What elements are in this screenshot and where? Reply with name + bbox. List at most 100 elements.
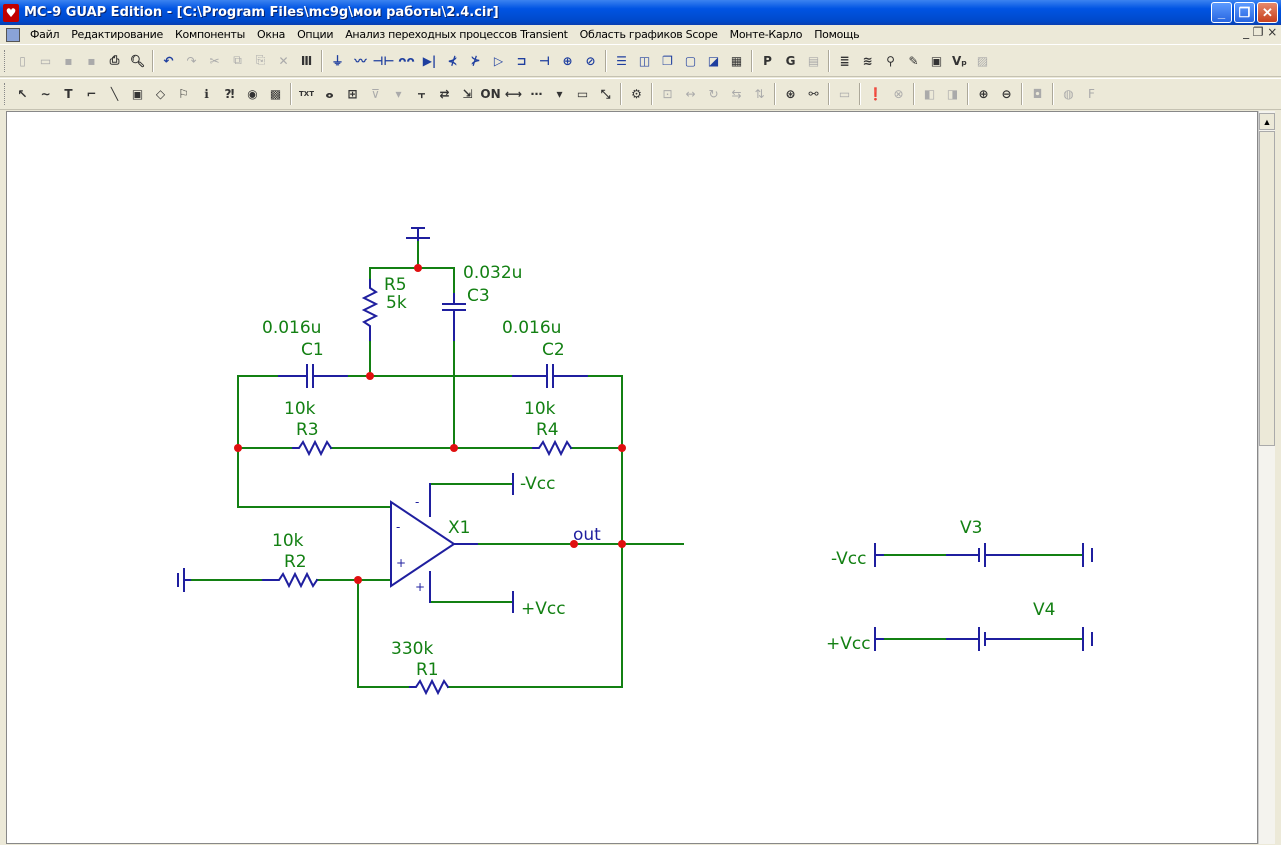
help-mode-icon[interactable]: ⁈: [224, 87, 235, 101]
copy-icon[interactable]: ⧉: [233, 53, 242, 67]
r2-value[interactable]: 10k: [272, 531, 304, 551]
node-dot[interactable]: [618, 540, 626, 548]
resistor-r5[interactable]: [361, 279, 379, 341]
node-dot[interactable]: [618, 444, 626, 452]
dropdown-icon[interactable]: ▾: [395, 87, 402, 101]
pin-markers-icon[interactable]: ⫟: [417, 86, 426, 101]
voltage-source-icon[interactable]: ⊕: [562, 53, 573, 68]
vp-icon[interactable]: Vₚ: [951, 53, 968, 68]
v3-node-label[interactable]: -Vcc: [831, 549, 866, 569]
node-dot[interactable]: [570, 540, 578, 548]
opamp-x1[interactable]: [390, 500, 456, 588]
component-list-icon[interactable]: ▤: [807, 53, 820, 68]
info-box-icon[interactable]: ▣: [131, 87, 144, 101]
resistor-r3[interactable]: [292, 439, 333, 457]
out-node-label[interactable]: out: [573, 525, 601, 545]
probe-g-icon[interactable]: G: [785, 53, 796, 68]
diagonal-wire-icon[interactable]: ╲: [110, 87, 119, 101]
inductor-icon[interactable]: ᴖᴖ: [398, 53, 415, 68]
select-all-icon[interactable]: Ⅲ: [300, 53, 313, 68]
mdi-restore-button[interactable]: ❐: [1252, 25, 1264, 39]
node-dot[interactable]: [450, 444, 458, 452]
node-dot[interactable]: [414, 264, 422, 272]
cascade-icon[interactable]: ❐: [662, 53, 673, 68]
sphere-icon[interactable]: ◍: [1063, 87, 1074, 101]
c2-name[interactable]: C2: [542, 340, 565, 360]
microcap-icon[interactable]: ♥: [3, 3, 19, 22]
ground-icon[interactable]: ⏚: [331, 54, 344, 68]
mirror-icon[interactable]: ↔: [685, 87, 696, 101]
r3-value[interactable]: 10k: [284, 399, 316, 419]
page-forward-icon[interactable]: ◨: [946, 87, 959, 101]
probe-p-icon[interactable]: P: [763, 53, 772, 68]
point-mode-icon[interactable]: ◉: [247, 87, 258, 101]
binoculars-icon[interactable]: ⚯: [808, 87, 819, 101]
battery-icon[interactable]: ⊣: [539, 53, 550, 68]
r3-name[interactable]: R3: [296, 420, 319, 440]
current-source-icon[interactable]: ⊘: [585, 53, 596, 68]
r4-name[interactable]: R4: [536, 420, 559, 440]
menu-scope[interactable]: Область графиков Scope: [579, 28, 718, 41]
toolbar-grip[interactable]: [4, 83, 7, 105]
opamp-icon[interactable]: ▷: [493, 53, 504, 68]
warning-icon[interactable]: ❗: [868, 87, 883, 101]
node-dot[interactable]: [234, 444, 242, 452]
capacitor-icon[interactable]: ⊣⊢: [372, 53, 395, 68]
wire-mode-icon[interactable]: ∼: [40, 87, 51, 101]
title-bar[interactable]: ♥ MC-9 GUAP Edition - [C:\Program Files\…: [0, 0, 1281, 25]
netlist-icon[interactable]: ≣: [839, 53, 850, 68]
flag-icon[interactable]: ⚐: [178, 87, 189, 101]
c3-name[interactable]: C3: [467, 286, 490, 306]
print-icon[interactable]: ⎙: [109, 53, 120, 67]
menu-monte-carlo[interactable]: Монте-Карло: [729, 28, 803, 41]
info-icon[interactable]: ℹ: [204, 87, 209, 101]
resistor-r4[interactable]: [532, 439, 573, 457]
menu-windows[interactable]: Окна: [257, 28, 286, 41]
undo-icon[interactable]: ↶: [163, 53, 174, 68]
opamp-pos-vcc-label[interactable]: +Vcc: [521, 599, 566, 619]
disabled-tool-icon[interactable]: ▨: [976, 53, 989, 68]
menu-edit[interactable]: Редактирование: [71, 28, 163, 41]
menu-options[interactable]: Опции: [297, 28, 334, 41]
function-icon[interactable]: F: [1088, 87, 1095, 101]
on-states-icon[interactable]: ON: [480, 87, 501, 101]
c2-value[interactable]: 0.016u: [502, 318, 561, 338]
wire-junction-icon[interactable]: ⟷: [504, 87, 523, 101]
text-toggle-icon[interactable]: TXT: [299, 90, 314, 98]
maximize-window-icon[interactable]: ▢: [684, 53, 697, 68]
node-numbers-icon[interactable]: ⊽: [371, 87, 380, 101]
opamp-neg-vcc-label[interactable]: -Vcc: [520, 474, 555, 494]
attribute-text-icon[interactable]: ⴰ: [325, 87, 334, 101]
restore-button[interactable]: ❐: [1234, 2, 1255, 23]
new-icon[interactable]: ▯: [19, 53, 26, 68]
scroll-thumb[interactable]: [1259, 131, 1275, 446]
toolbar-grip[interactable]: [4, 49, 7, 72]
find-icon[interactable]: ⊛: [785, 87, 796, 101]
node-dot[interactable]: [354, 576, 362, 584]
vertical-scrollbar[interactable]: ▲: [1258, 111, 1275, 844]
node-dot[interactable]: [366, 372, 374, 380]
menu-file[interactable]: Файл: [30, 28, 60, 41]
toggle-icon[interactable]: ▩: [269, 87, 282, 101]
flip-y-icon[interactable]: ⇅: [754, 87, 765, 101]
r4-value[interactable]: 10k: [524, 399, 556, 419]
cut-icon[interactable]: ✂: [209, 53, 220, 68]
text-mode-icon[interactable]: T: [64, 87, 73, 101]
menu-help[interactable]: Помощь: [814, 28, 860, 41]
waveform-icon[interactable]: ≋: [862, 53, 873, 68]
pin-connection-icon[interactable]: ⊞: [347, 87, 358, 101]
r2-name[interactable]: R2: [284, 552, 307, 572]
tile-vertical-icon[interactable]: ◫: [638, 53, 651, 68]
camera-icon[interactable]: ◘: [1032, 87, 1043, 101]
x1-name[interactable]: X1: [448, 518, 470, 538]
properties-icon[interactable]: ⚙: [631, 87, 642, 101]
current-arrows-icon[interactable]: ⇲: [462, 87, 473, 101]
save-icon[interactable]: ▪: [64, 53, 73, 68]
stop-icon[interactable]: ⊗: [893, 87, 904, 101]
scroll-up-button[interactable]: ▲: [1259, 113, 1275, 130]
v3-name[interactable]: V3: [960, 518, 982, 538]
document-icon[interactable]: [6, 27, 20, 42]
resistor-icon[interactable]: 〰: [354, 54, 367, 68]
paste-icon[interactable]: ⎘: [255, 53, 266, 67]
shapes-icon[interactable]: ◇: [155, 87, 166, 101]
